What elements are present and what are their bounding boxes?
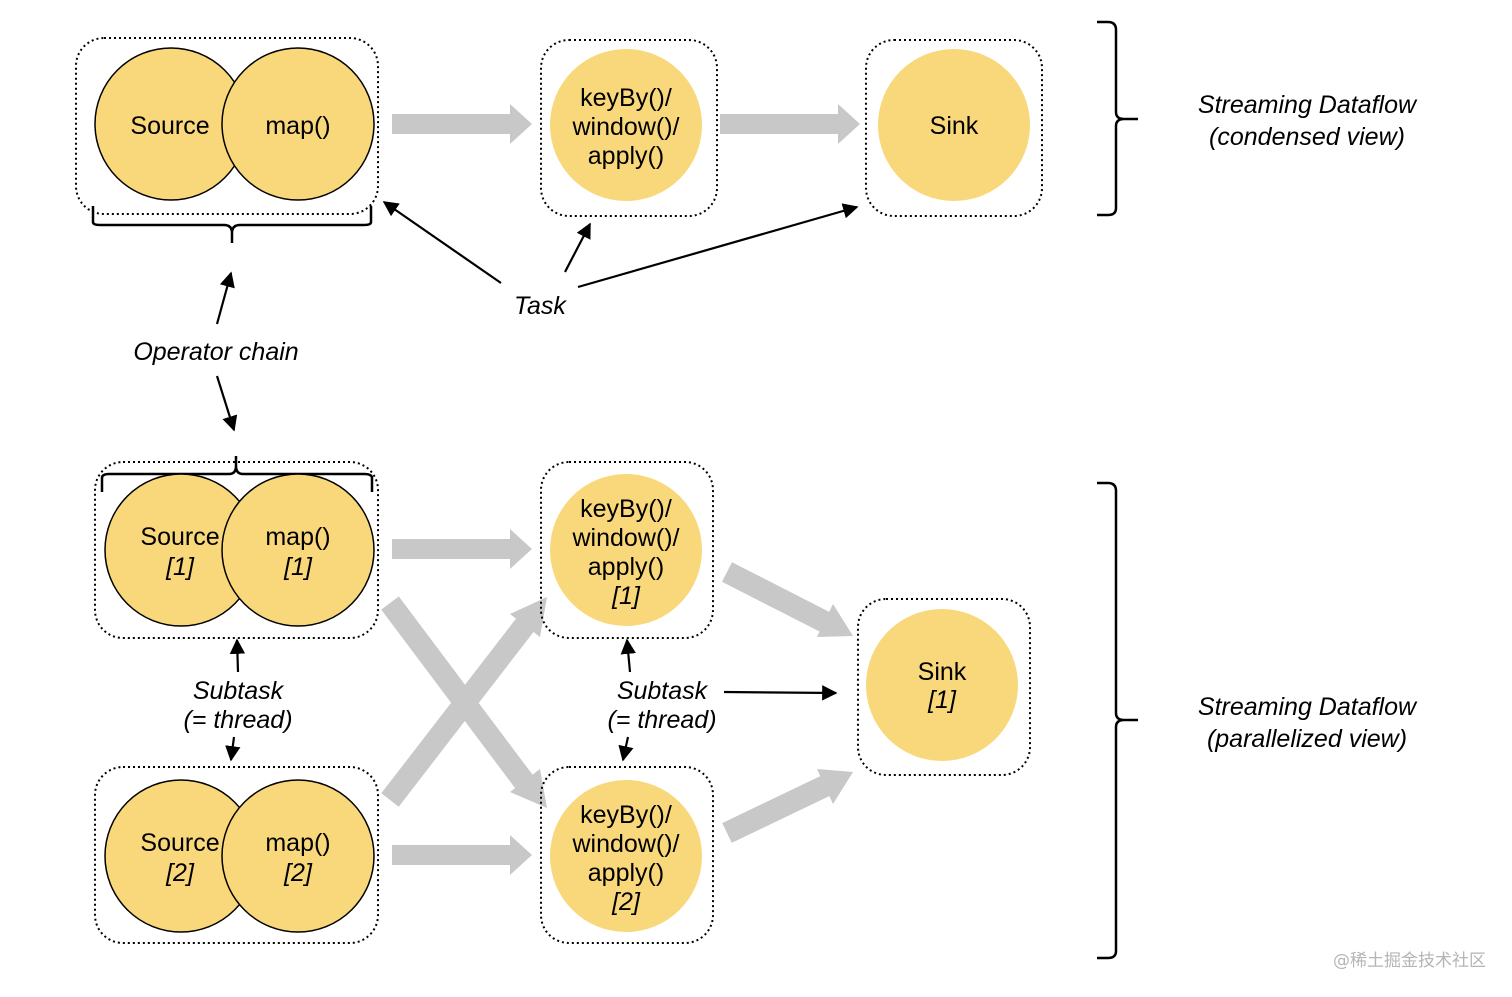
- keyby-1-line3: apply(): [588, 553, 664, 581]
- flow-arrow-source-to-keyby: [392, 104, 532, 144]
- flow-arrow-keyby-to-sink: [720, 104, 860, 144]
- sink-1-node: [866, 609, 1018, 761]
- subtask-mid-arrow-right: [723, 685, 838, 701]
- sink-1-index: [1]: [927, 686, 957, 714]
- parallel-title-line2: (parallelized view): [1207, 725, 1407, 753]
- sink-node: [878, 49, 1030, 201]
- subtask-left-arrow-down: [225, 736, 241, 762]
- sink-1-label: Sink: [918, 658, 967, 686]
- flow-arrow-chain1-to-keyby2: [381, 596, 547, 808]
- condensed-title-line2: (condensed view): [1209, 123, 1405, 151]
- task-box-sink: [865, 39, 1043, 217]
- keyby-2-index: [2]: [611, 888, 641, 916]
- condensed-title-line1: Streaming Dataflow: [1198, 91, 1418, 119]
- keyby-label-line1: keyBy()/: [580, 84, 672, 112]
- keyby-label-line2: window()/: [572, 113, 680, 141]
- subtask-box-sink-1: [857, 598, 1031, 776]
- subtask-mid-line2: (= thread): [607, 706, 716, 734]
- subtask-box-chain-2: [94, 766, 379, 944]
- flow-arrow-chain2-to-keyby2: [392, 835, 532, 875]
- flow-arrow-chain2-to-keyby1: [381, 597, 547, 807]
- keyby-2-line3: apply(): [588, 859, 664, 887]
- operator-chain-arrow-up: [215, 271, 235, 325]
- map-label: map(): [265, 112, 330, 140]
- keyby-1-node: [550, 474, 702, 626]
- subtask-mid-arrow-down: [618, 736, 634, 762]
- subtask-box-keyby-2: [540, 766, 714, 944]
- task-arrow-to-chain: [382, 201, 502, 284]
- keyby-label-line3: apply(): [588, 142, 664, 170]
- map-1-label: map(): [265, 523, 330, 551]
- flow-arrow-keyby1-to-sink: [722, 562, 853, 637]
- sink-label: Sink: [930, 112, 979, 140]
- subtask-mid-line1: Subtask: [617, 677, 709, 705]
- source-1-label: Source: [140, 523, 219, 551]
- watermark-text: @稀土掘金技术社区: [1333, 951, 1486, 971]
- operator-chain-label: Operator chain: [133, 338, 298, 366]
- map-1-index: [1]: [283, 553, 313, 581]
- task-box-source-map: [75, 37, 379, 215]
- task-arrow-to-keyby: [564, 222, 591, 273]
- condensed-view-brace: [1097, 20, 1138, 217]
- source-2-label: Source: [140, 829, 219, 857]
- parallel-title-line1: Streaming Dataflow: [1198, 693, 1418, 721]
- task-label: Task: [514, 292, 567, 320]
- subtask-mid-arrow-up: [620, 638, 636, 673]
- subtask-left-arrow-up: [229, 638, 246, 673]
- keyby-2-node: [550, 780, 702, 932]
- subtask-left-line1: Subtask: [193, 677, 285, 705]
- task-arrow-to-sink: [577, 203, 859, 289]
- map-2-label: map(): [265, 829, 330, 857]
- keyby-1-line2: window()/: [572, 524, 680, 552]
- keyby-node: [550, 49, 702, 201]
- task-box-keyby: [540, 39, 718, 217]
- flow-arrow-keyby2-to-sink: [722, 769, 853, 843]
- subtask-left-line2: (= thread): [183, 706, 292, 734]
- source-2-index: [2]: [165, 859, 195, 887]
- operator-chain-brace-bottom: [100, 456, 374, 492]
- map-1-node: [221, 473, 375, 627]
- keyby-2-line1: keyBy()/: [580, 801, 672, 829]
- keyby-2-line2: window()/: [572, 830, 680, 858]
- subtask-box-chain-1: [94, 461, 379, 639]
- flow-arrow-chain1-to-keyby1: [392, 529, 532, 569]
- source-label: Source: [130, 112, 209, 140]
- keyby-1-line1: keyBy()/: [580, 495, 672, 523]
- keyby-1-index: [1]: [611, 582, 641, 610]
- map-node: [221, 47, 375, 201]
- source-1-index: [1]: [165, 553, 195, 581]
- subtask-box-keyby-1: [540, 461, 714, 639]
- map-2-node: [221, 779, 375, 933]
- operator-chain-arrow-down: [215, 375, 238, 432]
- map-2-index: [2]: [283, 859, 313, 887]
- parallel-view-brace: [1097, 481, 1138, 960]
- operator-chain-brace-top: [91, 206, 373, 243]
